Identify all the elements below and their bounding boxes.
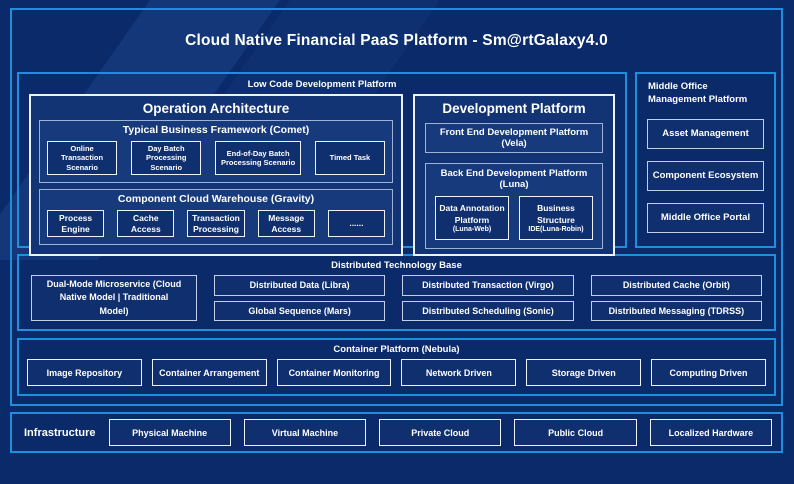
distributed-base-label: Distributed Technology Base — [331, 260, 462, 271]
distributed-base-item: Global Sequence (Mars) — [214, 300, 386, 321]
distributed-base-item: Distributed Transaction (Virgo) — [402, 275, 574, 296]
distributed-base-item: Distributed Scheduling (Sonic) — [402, 300, 574, 321]
luna-items: Data Annotation Platform (Luna-Web) Busi… — [435, 196, 593, 240]
gravity-items: Process Engine Cache Access Transaction … — [47, 210, 386, 238]
container-platform-item: Image Repository — [27, 359, 142, 386]
luna-item-name: Data Annotation Platform — [439, 203, 505, 225]
typical-business-framework-comet: Typical Business Framework (Comet) Onlin… — [39, 120, 393, 184]
infrastructure-item: Localized Hardware — [649, 419, 773, 446]
container-platform-item: Container Monitoring — [276, 359, 392, 386]
development-platform-title: Development Platform — [442, 101, 586, 116]
container-platform-item: Storage Driven — [526, 359, 642, 386]
operation-architecture-title: Operation Architecture — [142, 101, 290, 116]
comet-item: End-of-Day Batch Processing Scenario — [215, 141, 301, 176]
middle-office-item: Asset Management — [647, 118, 764, 149]
distributed-base-item: Distributed Cache (Orbit) — [590, 275, 762, 296]
container-platform-item: Computing Driven — [651, 359, 766, 386]
gravity-item: Process Engine — [47, 210, 105, 238]
infrastructure-item: Private Cloud — [379, 419, 502, 446]
comet-item: Timed Task — [314, 141, 386, 176]
gravity-item: Message Access — [257, 210, 315, 238]
low-code-development-platform: Low Code Development Platform Operation … — [17, 72, 627, 257]
gravity-item: Transaction Processing — [187, 210, 245, 238]
business-structure-ide: Business Structure IDE(Luna-Robin) — [519, 196, 593, 240]
infrastructure-item: Public Cloud — [514, 419, 637, 446]
infrastructure-item: Virtual Machine — [243, 419, 367, 446]
distributed-base-column: Distributed Transaction (Virgo) Distribu… — [402, 275, 574, 321]
luna-item-sub: IDE(Luna-Robin) — [528, 225, 584, 233]
middle-office-item: Component Ecosystem — [647, 160, 764, 191]
comet-items: Online Transaction Scenario Day Batch Pr… — [47, 141, 386, 176]
container-platform-item: Network Driven — [401, 359, 517, 386]
development-platform: Development Platform Front End Developme… — [413, 94, 615, 257]
dual-mode-microservice: Dual-Mode Microservice (Cloud Native Mod… — [31, 275, 197, 321]
distributed-technology-base: Distributed Technology Base Dual-Mode Mi… — [17, 254, 776, 331]
container-platform-item: Container Arrangement — [151, 359, 267, 386]
low-code-platform-label: Low Code Development Platform — [247, 79, 397, 90]
upper-row: Low Code Development Platform Operation … — [17, 72, 776, 257]
distributed-base-column: Distributed Cache (Orbit) Distributed Me… — [590, 275, 762, 321]
middle-office-management-platform: Middle Office Management Platform Asset … — [635, 72, 776, 248]
data-annotation-platform: Data Annotation Platform (Luna-Web) — [435, 196, 509, 240]
distributed-base-item: Distributed Messaging (TDRSS) — [590, 300, 762, 321]
distributed-base-column: Distributed Data (Libra) Global Sequence… — [214, 275, 386, 321]
luna-item-sub: (Luna-Web) — [452, 225, 492, 233]
gravity-item: Cache Access — [117, 210, 175, 238]
luna-label: Back End Development Platform (Luna) — [440, 168, 588, 190]
comet-label: Typical Business Framework (Comet) — [122, 124, 310, 136]
infrastructure-item: Physical Machine — [108, 419, 231, 446]
distributed-base-items: Dual-Mode Microservice (Cloud Native Mod… — [19, 274, 774, 329]
component-cloud-warehouse-gravity: Component Cloud Warehouse (Gravity) Proc… — [39, 189, 393, 246]
operation-architecture: Operation Architecture Typical Business … — [29, 94, 403, 257]
infrastructure-label: Infrastructure — [24, 426, 96, 439]
middle-office-item: Middle Office Portal — [647, 202, 764, 233]
gravity-item: ...... — [327, 210, 386, 238]
distributed-base-item: Distributed Data (Libra) — [214, 275, 386, 296]
container-platform-label: Container Platform (Nebula) — [333, 344, 460, 355]
gravity-label: Component Cloud Warehouse (Gravity) — [117, 193, 315, 206]
page-title: Cloud Native Financial PaaS Platform - S… — [185, 32, 608, 49]
container-platform-items: Image Repository Container Arrangement C… — [19, 358, 774, 394]
comet-item: Online Transaction Scenario — [47, 141, 118, 176]
platform-diagram: Cloud Native Financial PaaS Platform - S… — [10, 8, 783, 406]
front-end-development-platform-vela: Front End Development Platform (Vela) — [425, 123, 603, 153]
container-platform-nebula: Container Platform (Nebula) Image Reposi… — [17, 338, 776, 396]
infrastructure: Infrastructure Physical Machine Virtual … — [10, 412, 783, 453]
low-code-content: Operation Architecture Typical Business … — [19, 92, 625, 265]
middle-office-label: Middle Office Management Platform — [648, 81, 748, 105]
luna-item-name: Business Structure — [537, 203, 575, 225]
back-end-development-platform-luna: Back End Development Platform (Luna) Dat… — [425, 163, 603, 249]
comet-item: Day Batch Processing Scenario — [131, 141, 202, 176]
